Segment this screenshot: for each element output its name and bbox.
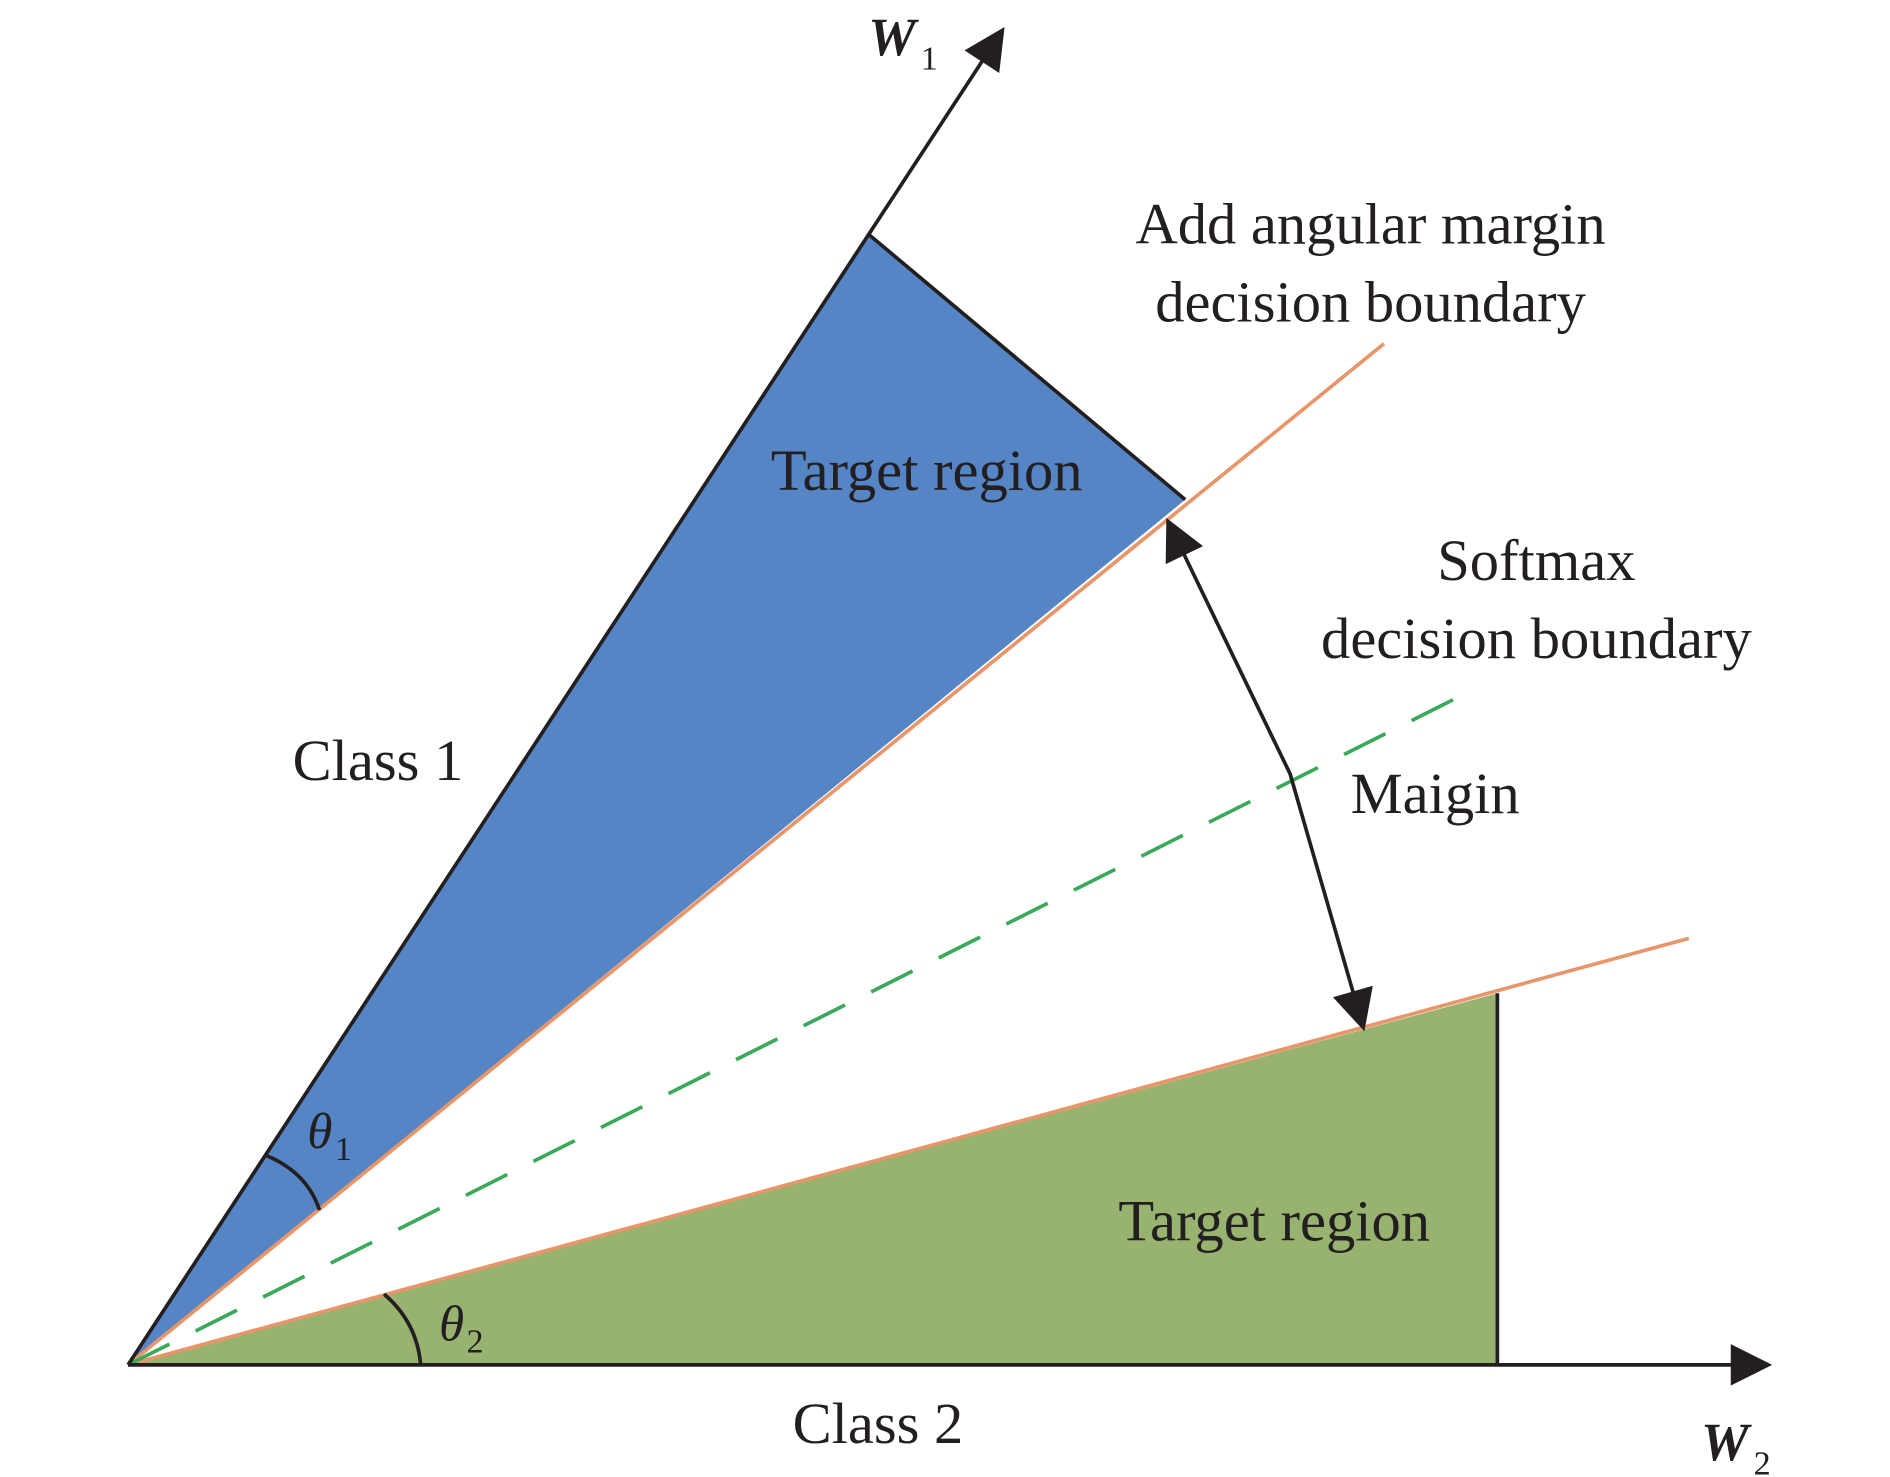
add-margin-label-line2: decision boundary: [1155, 270, 1586, 335]
target-region-1-label: Target region: [771, 438, 1083, 503]
margin-arrow: [1165, 517, 1373, 1032]
target-region-2-label: Target region: [1118, 1189, 1430, 1254]
theta2-arc: [382, 1292, 423, 1366]
add-margin-label-line1: Add angular margin: [1135, 192, 1605, 257]
region1-edge: [867, 232, 1187, 502]
class-1-label: Class 1: [293, 728, 464, 793]
theta2-label: θ2: [439, 1296, 484, 1361]
theta1-arc: [265, 1153, 322, 1211]
class-2-label: Class 2: [793, 1391, 964, 1456]
class1-target-region: [128, 233, 1186, 1365]
softmax-label-line2: decision boundary: [1321, 606, 1752, 671]
margin-boundary-upper: [126, 342, 1386, 1367]
margin-boundary-lower: [127, 936, 1690, 1367]
softmax-label-line1: Softmax: [1437, 528, 1635, 593]
theta1-label: θ1: [307, 1103, 352, 1168]
w1-axis-arrow: [126, 26, 1005, 1366]
margin-label: Maigin: [1351, 761, 1520, 826]
softmax-boundary: [127, 686, 1477, 1367]
